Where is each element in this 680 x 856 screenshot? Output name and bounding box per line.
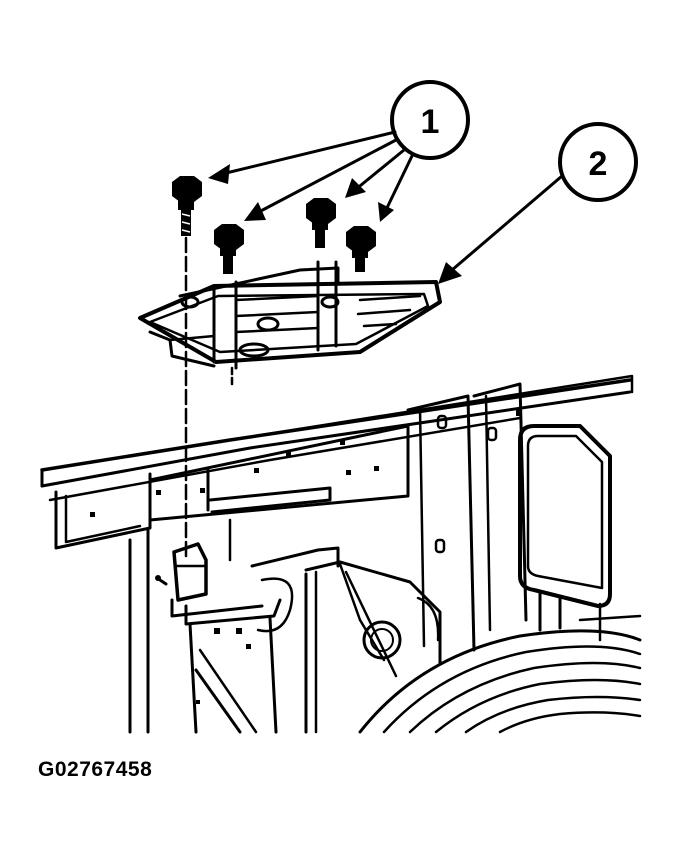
lower-diagonal-braces (194, 648, 258, 734)
callout-1-leader-lines (208, 130, 414, 222)
arrowhead-icon (378, 202, 394, 222)
inner-panel (155, 546, 442, 734)
bolt-4 (346, 226, 376, 272)
arrowhead-icon (345, 178, 366, 198)
center-beam (148, 424, 410, 522)
callout-2-number: 2 (589, 145, 608, 183)
pillar (406, 382, 528, 652)
left-panel (54, 472, 152, 734)
bracket (138, 260, 442, 386)
arrowhead-icon (438, 262, 462, 284)
arrowhead-icon (244, 202, 266, 221)
bolt-3 (306, 198, 336, 248)
figure-id: G02767458 (38, 758, 153, 781)
bolt-1 (172, 176, 202, 236)
window-opening (518, 424, 612, 632)
callout-2-leader-line (438, 174, 564, 284)
bolt-2 (214, 224, 244, 274)
arrowhead-icon (208, 164, 230, 184)
lower-mount (158, 518, 282, 734)
callout-1: 1 (390, 80, 470, 160)
callout-1-number: 1 (421, 103, 440, 141)
wheel-arch (358, 602, 642, 734)
upper-rail (40, 374, 634, 502)
callout-2: 2 (558, 122, 638, 202)
